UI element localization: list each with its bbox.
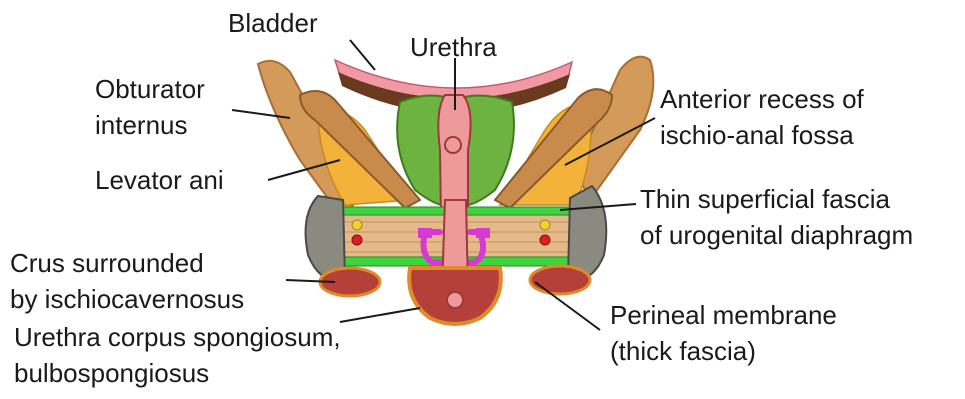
label-anterior-recess-2: ischio-anal fossa [660, 120, 854, 151]
label-urethra: Urethra [410, 32, 497, 63]
label-crus-2: by ischiocavernosus [10, 284, 244, 315]
label-anterior-recess-1: Anterior recess of [660, 84, 864, 115]
label-perineal-2: (thick fascia) [610, 336, 756, 367]
label-obturator-2: internus [95, 110, 188, 141]
label-crus-1: Crus surrounded [10, 248, 204, 279]
label-thin-fascia-1: Thin superficial fascia [640, 184, 890, 215]
label-bladder: Bladder [228, 8, 318, 39]
urethra-in-bulb [447, 292, 463, 308]
label-obturator-1: Obturator [95, 74, 205, 105]
label-urethra-cs-2: bulbospongiosus [14, 358, 209, 389]
label-urethra-cs-1: Urethra corpus spongiosum, [14, 322, 341, 353]
crus-right [530, 266, 590, 294]
label-levator-ani: Levator ani [95, 165, 224, 196]
vessel-right-red [540, 235, 550, 245]
label-perineal-1: Perineal membrane [610, 300, 837, 331]
ischiopubic-ramus-right [568, 186, 606, 279]
label-thin-fascia-2: of urogenital diaphragm [640, 220, 913, 251]
vessel-right-yellow [540, 220, 550, 230]
vessel-left-red [352, 235, 362, 245]
vessel-left-yellow [352, 220, 362, 230]
